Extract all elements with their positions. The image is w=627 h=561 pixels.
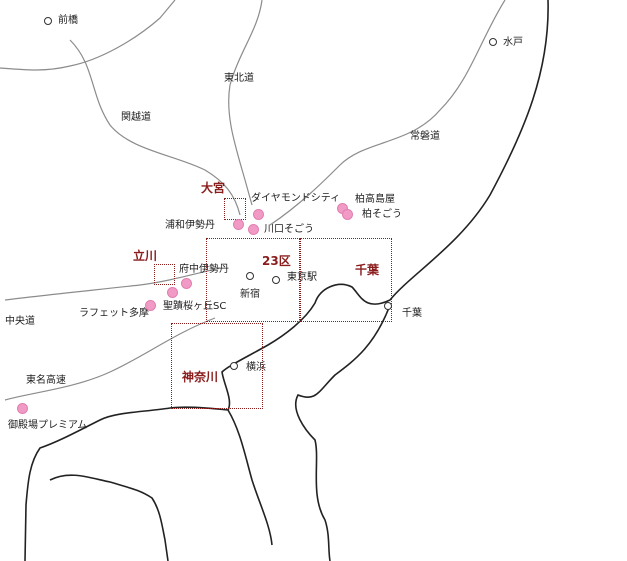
area-label-kanagawa[interactable]: 神奈川 bbox=[182, 370, 219, 384]
store-marker-fuchu-isetan[interactable] bbox=[181, 278, 192, 289]
store-label-seiseki[interactable]: 聖蹟桜ヶ丘SC bbox=[163, 301, 227, 312]
road-lines bbox=[0, 0, 506, 401]
city-marker-mito bbox=[489, 38, 497, 46]
area-label-omiya[interactable]: 大宮 bbox=[201, 181, 226, 195]
store-marker-diamond-city[interactable] bbox=[253, 209, 264, 220]
store-marker-urawa-isetan[interactable] bbox=[233, 219, 244, 230]
city-marker-shinjuku bbox=[246, 272, 254, 280]
area-label-chiba[interactable]: 千葉 bbox=[355, 263, 380, 277]
road-tohoku bbox=[228, 0, 263, 206]
store-label-kashiwa-takashimaya[interactable]: 柏高島屋 bbox=[355, 194, 395, 205]
region-box-kanagawa[interactable] bbox=[171, 323, 263, 409]
road-label-joban: 常磐道 bbox=[410, 131, 440, 142]
store-label-kawaguchi-sogo[interactable]: 川口そごう bbox=[264, 224, 314, 235]
road-label-tohoku: 東北道 bbox=[224, 73, 254, 84]
road-joban bbox=[269, 0, 506, 226]
road-chuo bbox=[4, 267, 221, 301]
region-box-chiba[interactable] bbox=[300, 238, 392, 322]
city-marker-chiba bbox=[384, 302, 392, 310]
city-label-chiba: 千葉 bbox=[402, 308, 422, 319]
store-marker-kawaguchi-sogo[interactable] bbox=[248, 224, 259, 235]
road-label-tomei: 東名高速 bbox=[26, 375, 66, 386]
store-label-gotemba[interactable]: 御殿場プレミアム bbox=[8, 420, 88, 431]
road-west-link bbox=[0, 0, 176, 71]
store-label-fuchu-isetan[interactable]: 府中伊勢丹 bbox=[179, 264, 229, 275]
city-marker-tokyo-station bbox=[272, 276, 280, 284]
road-label-chuo: 中央道 bbox=[5, 316, 35, 327]
city-label-shinjuku: 新宿 bbox=[240, 289, 260, 300]
city-label-maebashi: 前橋 bbox=[58, 15, 78, 26]
city-label-yokohama: 横浜 bbox=[246, 362, 266, 373]
region-box-tachikawa[interactable] bbox=[154, 264, 175, 285]
store-marker-seiseki[interactable] bbox=[145, 300, 156, 311]
region-box-omiya[interactable] bbox=[224, 198, 246, 220]
city-label-mito: 水戸 bbox=[503, 37, 523, 48]
store-label-urawa-isetan[interactable]: 浦和伊勢丹 bbox=[165, 220, 215, 231]
city-marker-yokohama bbox=[230, 362, 238, 370]
area-label-tachikawa[interactable]: 立川 bbox=[133, 249, 158, 263]
coast-mainland bbox=[24, 0, 549, 561]
area-label-23ku[interactable]: 23区 bbox=[262, 254, 291, 268]
coast-boso bbox=[295, 304, 391, 561]
store-label-lafete-tama[interactable]: ラフェット多摩 bbox=[79, 308, 149, 319]
road-label-kanetsu: 関越道 bbox=[121, 112, 151, 123]
coast-miura bbox=[227, 409, 273, 546]
store-label-diamond-city[interactable]: ダイヤモンドシティ bbox=[251, 193, 341, 204]
store-marker-kashiwa-sogo[interactable] bbox=[342, 209, 353, 220]
store-label-kashiwa-sogo[interactable]: 柏そごう bbox=[362, 209, 402, 220]
city-label-tokyo-station: 東京駅 bbox=[287, 272, 317, 283]
store-marker-gotemba[interactable] bbox=[17, 403, 28, 414]
road-kanetsu bbox=[69, 39, 241, 216]
coast-izu bbox=[49, 474, 169, 561]
store-marker-lafete-tama[interactable] bbox=[167, 287, 178, 298]
coastline bbox=[24, 0, 549, 561]
road-tomei bbox=[4, 317, 216, 401]
region-box-23ku[interactable] bbox=[206, 238, 300, 322]
city-marker-maebashi bbox=[44, 17, 52, 25]
